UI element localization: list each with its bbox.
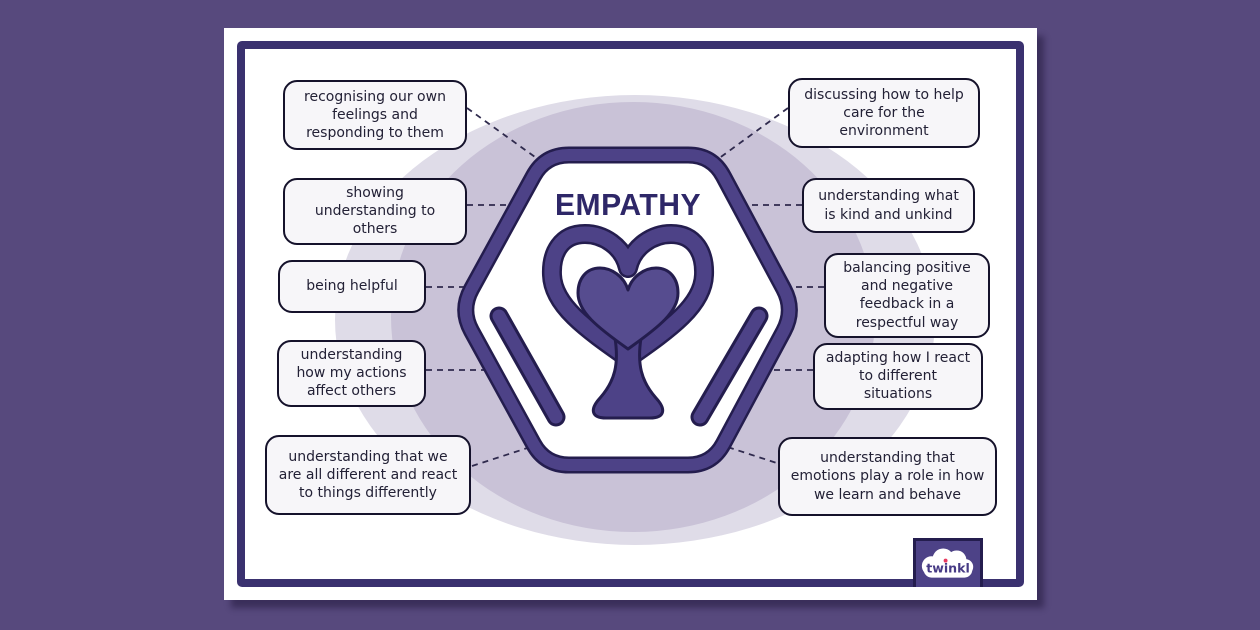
aspect-box-label: discussing how to help care for the envi… (804, 86, 964, 140)
empathy-hexagon: EMPATHY (457, 146, 798, 474)
heart-in-hands-icon (489, 224, 769, 427)
left-hand (492, 309, 563, 424)
twinkl-wordmark: twinkl (926, 561, 970, 576)
aspect-box-care-environment: discussing how to help care for the envi… (788, 78, 980, 148)
aspect-box-all-different: understanding that we are all different … (265, 435, 471, 515)
aspect-box-showing-understanding: showing understanding to others (283, 178, 467, 245)
aspect-box-kind-unkind: understanding what is kind and unkind (802, 178, 975, 233)
aspect-box-label: understanding that emotions play a role … (790, 450, 985, 503)
aspect-box-label: understanding that we are all different … (278, 448, 458, 502)
cloud-shape (921, 548, 974, 578)
twinkl-i-dot (943, 558, 948, 563)
aspect-box-label: being helpful (306, 278, 398, 295)
twinkl-logo-tab: twinkl (913, 538, 983, 587)
aspect-box-label: adapting how I react to different situat… (825, 350, 971, 403)
aspect-box-adapting-react: adapting how I react to different situat… (813, 343, 983, 410)
aspect-box-actions-affect-others: understanding how my actions affect othe… (277, 340, 426, 407)
aspect-box-label: recognising our own feelings and respond… (304, 88, 446, 142)
aspect-box-label: balancing positive and negative feedback… (843, 260, 971, 331)
hexagon-outline (459, 149, 796, 471)
aspect-box-label: understanding what is kind and unkind (818, 188, 959, 223)
aspect-box-label: understanding how my actions affect othe… (296, 347, 407, 400)
right-hand (693, 309, 766, 424)
aspect-box-recognising-feelings: recognising our own feelings and respond… (283, 80, 467, 150)
aspect-box-emotions-role: understanding that emotions play a role … (778, 437, 997, 516)
aspect-box-balancing-feedback: balancing positive and negative feedback… (824, 253, 990, 338)
inner-heart (576, 266, 680, 351)
aspect-box-being-helpful: being helpful (278, 260, 426, 313)
empathy-title: EMPATHY (555, 187, 701, 222)
twinkl-cloud-icon: twinkl (921, 548, 974, 578)
aspect-box-label: showing understanding to others (314, 185, 436, 238)
hands (489, 306, 769, 427)
poster-frame (237, 41, 1024, 587)
